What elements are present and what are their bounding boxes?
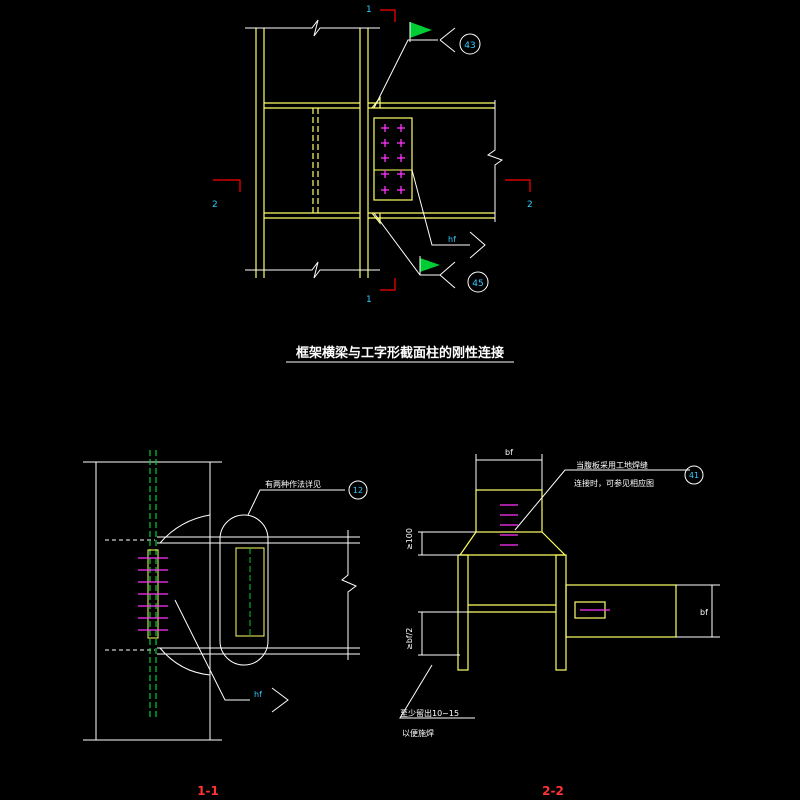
detail-ref-bottom-text: 45	[472, 279, 483, 289]
detail-ref-bottom: 45	[467, 271, 489, 293]
detail-ref-two-methods-text: 12	[353, 486, 363, 495]
cut-2-right: 2	[527, 200, 533, 210]
weld-size-label-top: hf	[448, 235, 456, 244]
detail-capsule	[219, 514, 269, 666]
detail-ref-top-text: 43	[464, 41, 475, 51]
bolt-group	[381, 124, 405, 194]
cut-1-bottom: 1	[366, 295, 372, 305]
dim-bf-right: bf	[700, 608, 708, 617]
detail-ref-plate: 41	[684, 465, 704, 485]
detail-ref-plate-text: 41	[689, 471, 699, 480]
dim-half: ≥bf/2	[405, 628, 414, 650]
beam	[368, 96, 495, 225]
detail-ref-top: 43	[459, 33, 481, 55]
weld-flag-top	[410, 22, 432, 38]
column	[255, 28, 369, 278]
leader-lines	[373, 27, 486, 289]
view-label-2-2: 2-2	[542, 784, 564, 798]
weld-size-label-1-1: hf	[254, 690, 262, 699]
section-2-2: bf ≥100 ≥bf/2 bf 当腹板采用工地焊缝 连接时，可参见相应图 41…	[399, 448, 720, 798]
cut-2-left: 2	[212, 200, 218, 210]
beam-break-line	[486, 100, 504, 222]
note-two-methods: 有两种作法详见	[265, 479, 321, 489]
dim-bf-top: bf	[505, 448, 513, 457]
weld-flag-bottom	[420, 258, 440, 272]
column-break-lines	[245, 19, 380, 279]
dim-min100: ≥100	[405, 528, 414, 550]
bolt-group-1-1	[138, 557, 168, 631]
drawing-title: 框架横梁与工字形截面柱的刚性连接	[296, 345, 504, 361]
note-at-least-line2: 以便施焊	[402, 728, 434, 738]
detail-ref-two-methods: 12	[348, 480, 368, 500]
shear-plate	[373, 117, 413, 201]
view-label-1-1: 1-1	[197, 784, 219, 798]
note-at-least-line1: 至少留出10~15	[400, 708, 459, 718]
cut-1-top: 1	[366, 5, 372, 15]
section-cut-markers	[213, 9, 531, 291]
top-elevation: 43 45 hf 1 1 2 2	[212, 5, 533, 305]
section-1-1: 有两种作法详见 12 hf 1-1	[83, 450, 368, 798]
note-plate-line1: 当腹板采用工地焊缝	[576, 460, 648, 470]
note-plate-line2: 连接时，可参见相应图	[574, 478, 654, 488]
